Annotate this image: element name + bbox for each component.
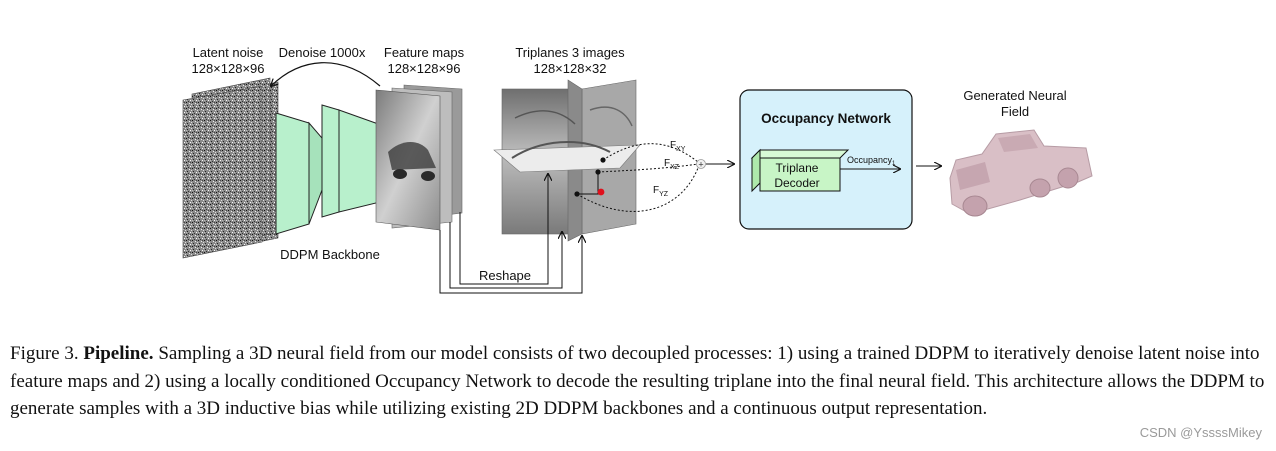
sum-symbol: + [698,160,703,170]
occupancy-output-label: Occupancy1 [847,155,896,167]
occupancy-network-title: Occupancy Network [761,111,891,126]
feature-maps-stack [375,84,463,231]
feature-maps-label: Feature maps 128×128×96 [383,45,465,76]
pipeline-diagram: + FXY FXZ FYZ Occupancy Network Triplane… [182,62,1093,294]
caption-figure-number: Figure 3. [10,343,79,364]
feature-sampling-lines [574,143,699,212]
latent-noise-label: Latent noise 128×128×96 [191,45,265,76]
csdn-watermark: CSDN @YssssMikey [1139,425,1262,440]
ddpm-backbone [275,104,385,235]
generated-field-label: Generated Neural Field [963,88,1067,119]
latent-noise-stack [182,77,279,259]
pipeline-figure: Latent noise 128×128×96 Denoise 1000x Fe… [182,45,1093,294]
triplanes [493,79,641,242]
denoise-arc [271,62,381,86]
caption-title: Pipeline. [83,343,154,364]
f-xy-label: FXY [670,140,686,153]
reshape-routing [439,174,582,294]
svg-text:Decoder: Decoder [774,176,819,190]
backbone-label: DDPM Backbone [280,247,380,262]
f-xz-label: FXZ [664,158,680,171]
caption-text: Sampling a 3D neural field from our mode… [10,343,1265,419]
svg-text:Triplane: Triplane [776,161,819,175]
triplanes-label: Triplanes 3 images 128×128×32 [515,45,625,76]
figure-caption: Figure 3. Pipeline. Sampling a 3D neural… [10,340,1270,423]
reshape-label: Reshape [478,268,532,283]
sample-point-marker [597,188,605,196]
triplane-decoder-box: Triplane Decoder [750,148,850,193]
sum-node [696,159,706,169]
generated-car-image [949,129,1093,217]
f-yz-label: FYZ [653,185,669,198]
denoise-label: Denoise 1000x [278,45,366,60]
